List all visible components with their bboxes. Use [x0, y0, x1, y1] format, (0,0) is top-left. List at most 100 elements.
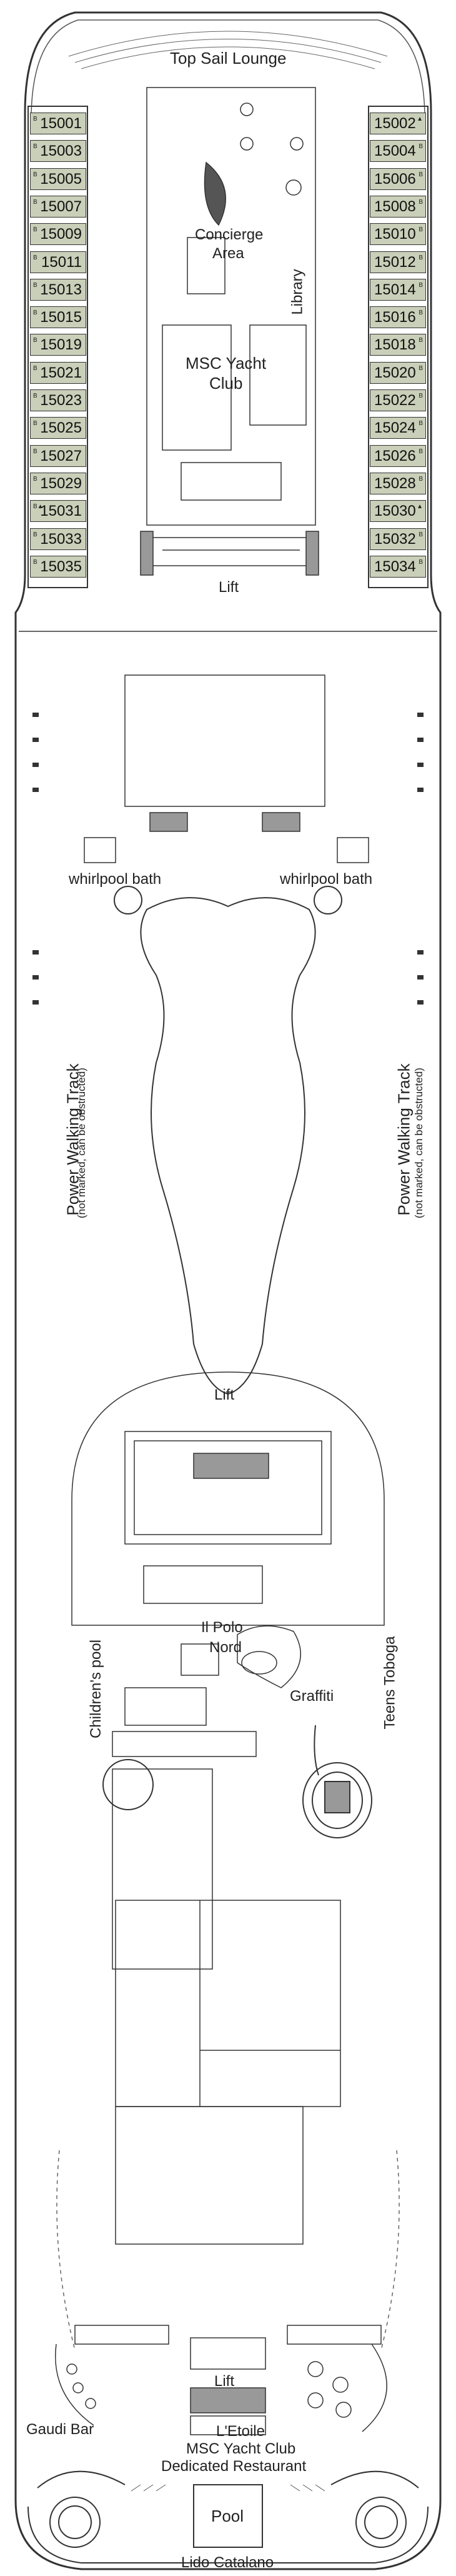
top-sail-lounge-label: Top Sail Lounge [170, 49, 287, 68]
whirlpool-right [314, 886, 342, 915]
cabin-marker: B [419, 531, 423, 538]
cabin-marker: B [33, 365, 37, 372]
cabin-number: 15001 [40, 114, 82, 132]
cabin-number: 15033 [40, 530, 82, 548]
letoile-label: L'Etoile [216, 2423, 265, 2440]
cabin-number: 15012 [374, 253, 416, 271]
cabin-marker: B [419, 337, 423, 344]
cabin-marker: B [419, 448, 423, 455]
concierge-area-label-line2: Area [212, 245, 244, 262]
cabin-marker: B [419, 171, 423, 178]
lower-aft-structure [74, 1900, 382, 2345]
cabin-marker: B [33, 116, 37, 123]
graffiti-area [237, 1625, 301, 1688]
hull-inner-line [31, 19, 425, 116]
cabin-marker: B [419, 365, 423, 372]
pool-label: Pool [211, 2507, 244, 2525]
top-lift-area [140, 531, 319, 576]
cabin-number: 15028 [374, 474, 416, 492]
il-polo-nord-label-line1: Il Polo [201, 1619, 243, 1636]
letoile-seating [307, 2343, 387, 2432]
aft-dashed-walkway [56, 2150, 400, 2351]
cabin-marker: B▲ [33, 503, 44, 510]
yacht-club-structure [146, 87, 316, 526]
cabin-marker: B [33, 282, 37, 289]
teens-toboga-label: Teens Toboga [381, 1636, 399, 1730]
cabin-15002: ▲15002 [370, 113, 426, 134]
childrens-pool-shape [102, 1759, 154, 1810]
cabin-marker: B [33, 199, 37, 206]
power-walking-left-note: (not marked, can be obstructed) [75, 1068, 87, 1218]
cabin-15031: B▲15031 [30, 500, 86, 522]
cabin-marker: B [419, 309, 423, 316]
gaudi-bar-seating [55, 2343, 96, 2426]
cabin-number: 15008 [374, 198, 416, 215]
childrens-pool-label: Children's pool [87, 1639, 105, 1739]
cabin-marker: ▲ [417, 116, 423, 123]
cabin-number: 15007 [40, 198, 82, 215]
il-polo-nord-label-line2: Nord [209, 1639, 242, 1656]
gaudi-bar-label: Gaudi Bar [26, 2421, 94, 2438]
cabin-number: 15015 [40, 308, 82, 326]
cabin-number: 15010 [374, 225, 416, 243]
cabin-number: 15027 [40, 447, 82, 464]
cabin-marker: B [33, 531, 37, 538]
cabin-number: 15031 [40, 502, 82, 519]
graffiti-label: Graffiti [290, 1688, 334, 1705]
cabin-number: 15005 [40, 170, 82, 188]
cabin-marker: B [419, 476, 423, 483]
cabin-number: 15020 [374, 364, 416, 381]
library-label: Library [289, 269, 306, 315]
cabin-number: 15004 [374, 142, 416, 159]
cabin-marker: B [33, 476, 37, 483]
cabin-marker: B [419, 254, 423, 261]
cabin-marker: B [33, 309, 37, 316]
cabin-number: 15019 [40, 336, 82, 353]
cabin-number: 15022 [374, 391, 416, 409]
cabin-marker: B [419, 420, 423, 427]
cabin-number: 15023 [40, 391, 82, 409]
cabin-number: 15026 [374, 447, 416, 464]
cabin-number: 15032 [374, 530, 416, 548]
cabin-marker: B [33, 254, 37, 261]
cabin-number: 15013 [40, 281, 82, 298]
cabin-marker: B [419, 199, 423, 206]
stern-sun-loungers [131, 2484, 325, 2492]
cabin-number: 15002 [374, 114, 416, 132]
cabin-number: 15016 [374, 308, 416, 326]
aft-lift-label: Lift [214, 2373, 235, 2390]
cabin-number: 15021 [40, 364, 82, 381]
main-pool [140, 897, 316, 1395]
cabin-marker: B [33, 559, 37, 566]
yacht-club-restaurant-label-line1: MSC Yacht Club [186, 2440, 296, 2457]
cabin-15030: ▲15030 [370, 500, 426, 522]
cabin-number: 15034 [374, 558, 416, 575]
cabin-marker: B [33, 143, 37, 150]
cabin-number: 15009 [40, 225, 82, 243]
deck-markers [32, 713, 424, 1005]
aft-lift-area [190, 2337, 266, 2435]
cabin-number: 15011 [41, 253, 82, 271]
mid-deck-structure [19, 631, 437, 863]
